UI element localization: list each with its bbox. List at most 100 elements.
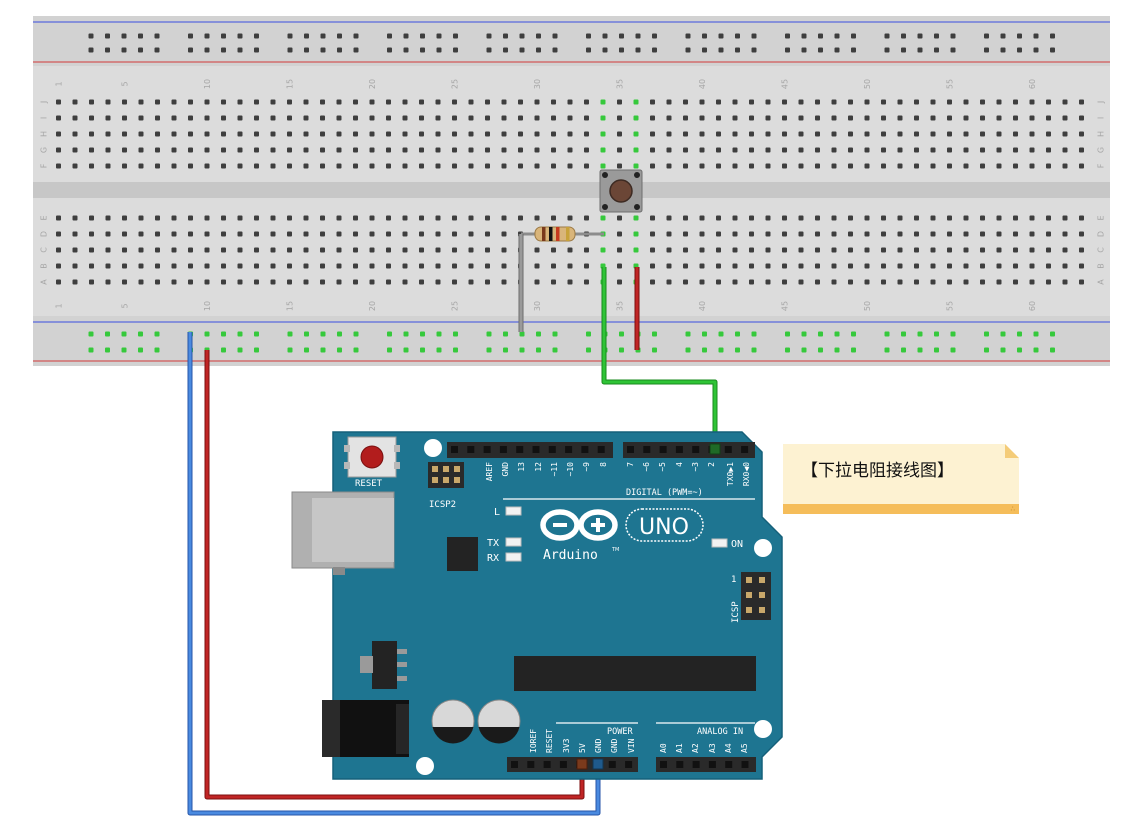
breadboard-hole	[320, 131, 325, 137]
breadboard-hole	[270, 263, 276, 269]
breadboard-hole	[716, 279, 721, 285]
breadboard-hole	[567, 163, 573, 169]
breadboard-hole	[105, 279, 111, 285]
header-socket	[527, 761, 535, 768]
rail-hole	[685, 33, 691, 39]
breadboard-hole	[435, 163, 441, 169]
breadboard-hole	[501, 131, 507, 137]
breadboard-hole	[584, 99, 589, 105]
rail-hole	[934, 347, 939, 353]
breadboard: 1155101015152020252530303535404045455050…	[33, 16, 1110, 366]
breadboard-hole	[881, 231, 886, 237]
breadboard-hole	[138, 99, 144, 105]
breadboard-hole	[320, 147, 325, 153]
breadboard-hole	[650, 131, 655, 137]
column-number: 5	[121, 303, 130, 308]
breadboard-hole	[468, 99, 474, 105]
rail-hole	[586, 47, 591, 53]
breadboard-hole	[254, 115, 259, 121]
breadboard-hole	[815, 163, 820, 169]
digital-pin-label: AREF	[485, 462, 494, 481]
breadboard-hole	[89, 115, 94, 121]
header-socket	[625, 761, 633, 768]
rail-hole	[503, 347, 508, 353]
breadboard-hole	[1013, 247, 1018, 253]
mounting-hole	[754, 539, 772, 557]
breadboard-hole	[518, 115, 523, 121]
breadboard-hole	[864, 263, 870, 269]
breadboard-hole	[171, 231, 177, 237]
rail-hole	[735, 331, 740, 337]
rail-hole	[154, 347, 160, 353]
breadboard-hole	[947, 115, 952, 121]
breadboard-hole	[237, 231, 243, 237]
breadboard-hole	[848, 99, 853, 105]
rail-hole	[88, 33, 94, 39]
rail-hole	[237, 47, 243, 53]
breadboard-hole	[1062, 99, 1068, 105]
breadboard-hole	[864, 279, 870, 285]
capacitor	[477, 699, 521, 744]
header-socket	[676, 761, 684, 768]
breadboard-hole	[1062, 247, 1068, 253]
breadboard-hole	[716, 247, 721, 253]
breadboard-hole	[435, 147, 441, 153]
rail-hole	[121, 331, 127, 337]
breadboard-hole	[435, 247, 441, 253]
breadboard-hole	[815, 131, 820, 137]
rail-hole	[1000, 331, 1006, 337]
breadboard-hole	[980, 231, 985, 237]
breadboard-hole	[105, 247, 111, 253]
breadboard-hole	[485, 231, 490, 237]
breadboard-hole	[237, 163, 243, 169]
row-letter: G	[40, 147, 49, 153]
breadboard-hole	[996, 215, 1002, 221]
breadboard-hole	[930, 163, 936, 169]
header-socket	[724, 446, 732, 453]
breadboard-hole	[56, 247, 61, 253]
power-pin-label: GND	[610, 738, 619, 753]
breadboard-hole	[947, 215, 952, 221]
breadboard-hole	[699, 279, 705, 285]
led-rx-label: RX	[487, 553, 499, 564]
rail-hole	[237, 347, 243, 353]
breadboard-hole	[584, 131, 589, 137]
rail-hole	[320, 33, 326, 39]
note-fold	[1005, 444, 1019, 458]
breadboard-hole	[947, 247, 952, 253]
rail-hole	[984, 331, 989, 337]
breadboard-hole	[237, 263, 243, 269]
caption-note: 【下拉电阻接线图】 ∴	[783, 444, 1019, 514]
breadboard-hole	[1046, 215, 1051, 221]
icsp2-label: ICSP2	[429, 500, 456, 510]
note-bar	[783, 504, 1019, 514]
breadboard-hole	[254, 147, 259, 153]
breadboard-hole	[485, 263, 490, 269]
breadboard-hole	[996, 231, 1002, 237]
breadboard-hole	[1046, 163, 1051, 169]
rail-hole	[287, 347, 293, 353]
breadboard-hole	[600, 131, 606, 137]
header-socket	[627, 446, 634, 453]
breadboard-hole	[155, 247, 160, 253]
breadboard-hole	[72, 247, 78, 253]
breadboard-hole	[1046, 147, 1051, 153]
breadboard-hole	[930, 231, 936, 237]
breadboard-hole	[633, 115, 639, 121]
column-number: 55	[946, 301, 955, 311]
breadboard-hole	[468, 279, 474, 285]
breadboard-hole	[534, 279, 540, 285]
rail-hole	[237, 33, 243, 39]
row-letter: A	[40, 279, 49, 285]
icsp-header	[741, 572, 771, 620]
rail-hole	[353, 47, 359, 53]
breadboard-hole	[567, 279, 573, 285]
breadboard-hole	[930, 279, 936, 285]
breadboard-hole	[204, 131, 210, 137]
rail-hole	[105, 347, 110, 353]
breadboard-hole	[303, 263, 309, 269]
rail-hole	[320, 331, 326, 337]
rail-hole	[917, 331, 923, 337]
breadboard-hole	[848, 247, 853, 253]
